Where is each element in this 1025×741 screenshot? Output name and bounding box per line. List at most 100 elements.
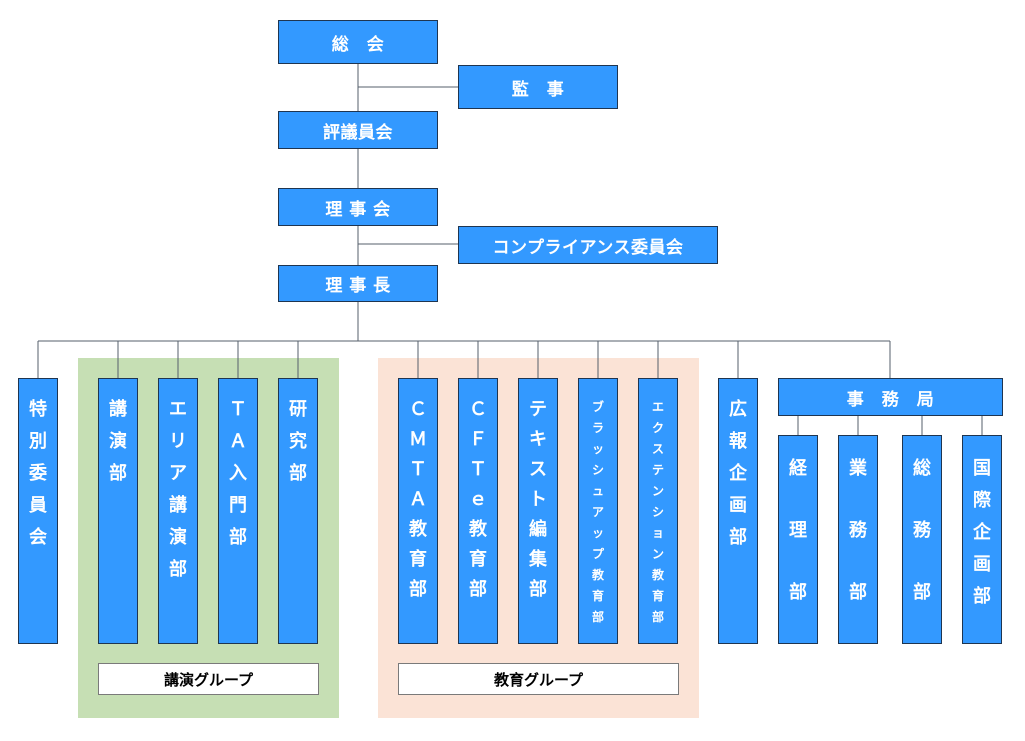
lecture-group-text: 講演グループ [163, 670, 254, 689]
vertical-char: ッ [591, 442, 604, 456]
lecture-group-label: 講演グループ [98, 663, 319, 695]
vertical-char: 特 [29, 399, 47, 420]
vertical-char: 部 [651, 610, 664, 624]
general-affairs-dept-label: 総務部 [913, 460, 931, 602]
vertical-char: Ａ [229, 431, 247, 452]
vertical-char: Ｔ [409, 459, 427, 480]
lecture-dept-box: 講演部 [98, 378, 138, 644]
vertical-char: 務 [913, 520, 931, 541]
councilors-box: 評議員会 [278, 111, 438, 149]
vertical-char: テ [651, 463, 664, 477]
area-lecture-dept-label: エリア講演部 [169, 401, 187, 579]
vertical-char: 育 [469, 549, 487, 570]
operations-dept-box: 業務部 [838, 435, 878, 644]
vertical-char: 演 [169, 527, 187, 548]
vertical-char: 画 [973, 554, 991, 575]
extension-dept-box: エクステンション教育部 [638, 378, 678, 644]
vertical-char: 部 [229, 527, 247, 548]
vertical-char: Ｔ [229, 399, 247, 420]
vertical-char: 部 [849, 582, 867, 603]
vertical-char: エ [651, 400, 664, 414]
brushup-dept-box: ブラッシュアップ教育部 [578, 378, 618, 644]
chairman-label: 理 事 長 [325, 276, 391, 296]
general-meeting-label: 総 会 [331, 34, 385, 55]
vertical-char: 研 [289, 399, 307, 420]
vertical-char: 部 [289, 463, 307, 484]
vertical-char: ス [651, 442, 664, 456]
vertical-char: 講 [109, 399, 127, 420]
vertical-char: 報 [729, 431, 747, 452]
vertical-char: 業 [849, 458, 867, 479]
vertical-char: ン [651, 547, 664, 561]
vertical-char: 教 [469, 519, 487, 540]
vertical-char: 企 [729, 463, 747, 484]
textbook-dept-box: テキスト編集部 [518, 378, 558, 644]
vertical-char: 部 [469, 579, 487, 600]
vertical-char: 画 [729, 495, 747, 516]
vertical-char: 教 [409, 519, 427, 540]
international-dept-label: 国際企画部 [973, 460, 991, 606]
vertical-char: 部 [789, 582, 807, 603]
vertical-char: 理 [789, 520, 807, 541]
vertical-char: 部 [729, 527, 747, 548]
auditor-box: 監 事 [458, 65, 618, 109]
vertical-char: ク [651, 421, 664, 435]
general-meeting-box: 総 会 [278, 20, 438, 64]
vertical-char: Ｆ [469, 429, 487, 450]
special-committee-box: 特別委員会 [18, 378, 58, 644]
secretariat-box: 事 務 局 [778, 378, 1003, 416]
vertical-char: 経 [789, 458, 807, 479]
vertical-char: 究 [289, 431, 307, 452]
vertical-char: 務 [849, 520, 867, 541]
vertical-char: エ [169, 399, 187, 420]
vertical-char: Ｃ [469, 399, 487, 420]
vertical-char: 門 [229, 495, 247, 516]
board-label: 理 事 会 [325, 199, 391, 220]
vertical-char: 育 [651, 589, 664, 603]
vertical-char: Ｔ [469, 459, 487, 480]
vertical-char: 育 [409, 549, 427, 570]
vertical-char: ッ [591, 526, 604, 540]
area-lecture-dept-box: エリア講演部 [158, 378, 198, 644]
vertical-char: Ａ [409, 489, 427, 510]
vertical-char: ブ [591, 400, 604, 414]
vertical-char: 国 [973, 458, 991, 479]
vertical-char: 別 [29, 431, 47, 452]
vertical-char: リ [169, 431, 187, 452]
brushup-dept-label: ブラッシュアップ教育部 [592, 401, 604, 623]
vertical-char: 育 [591, 589, 604, 603]
vertical-char: Ｃ [409, 399, 427, 420]
accounting-dept-box: 経理部 [778, 435, 818, 644]
board-box: 理 事 会 [278, 188, 438, 226]
vertical-char: 入 [229, 463, 247, 484]
special-committee-label: 特別委員会 [29, 401, 47, 547]
vertical-char: 部 [409, 579, 427, 600]
vertical-char: ト [529, 489, 547, 510]
vertical-char: 演 [109, 431, 127, 452]
vertical-char: 部 [591, 610, 604, 624]
vertical-char: ｅ [469, 489, 487, 510]
councilors-label: 評議員会 [323, 122, 393, 143]
vertical-char: 編 [529, 519, 547, 540]
vertical-char: ア [591, 505, 604, 519]
vertical-char: 会 [29, 527, 47, 548]
vertical-char: 広 [729, 399, 747, 420]
textbook-dept-label: テキスト編集部 [529, 401, 547, 599]
vertical-char: キ [529, 429, 547, 450]
vertical-char: プ [591, 547, 604, 561]
vertical-char: 教 [591, 568, 604, 582]
vertical-char: ス [529, 459, 547, 480]
compliance-committee-label: コンプライアンス委員会 [492, 237, 684, 258]
vertical-char: 部 [973, 586, 991, 607]
lecture-dept-label: 講演部 [109, 401, 127, 483]
vertical-char: テ [529, 399, 547, 420]
pr-planning-dept-box: 広報企画部 [718, 378, 758, 644]
vertical-char: 集 [529, 549, 547, 570]
education-group-label: 教育グループ [398, 663, 679, 695]
vertical-char: 講 [169, 495, 187, 516]
vertical-char: 部 [913, 582, 931, 603]
